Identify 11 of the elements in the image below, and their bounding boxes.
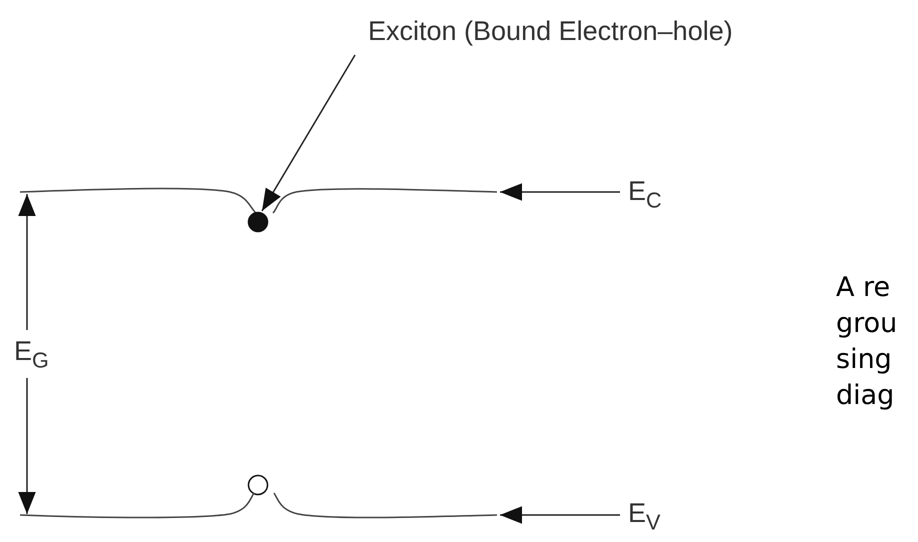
arrow [500,183,620,201]
arrow [261,54,356,212]
conduction-band-line [20,186,497,233]
hole-circle [247,474,269,496]
exciton-dot [247,211,269,233]
band-label: E$_{C}$ [628,178,662,212]
band-label: E$_{V}$ [628,500,660,534]
callout-label: Exciton (Bound Electron–hole) [368,18,733,45]
note-text: A re grou sing diag [836,271,898,413]
arrow [500,506,620,524]
dimension-label: E$_{G}$ [14,338,49,372]
